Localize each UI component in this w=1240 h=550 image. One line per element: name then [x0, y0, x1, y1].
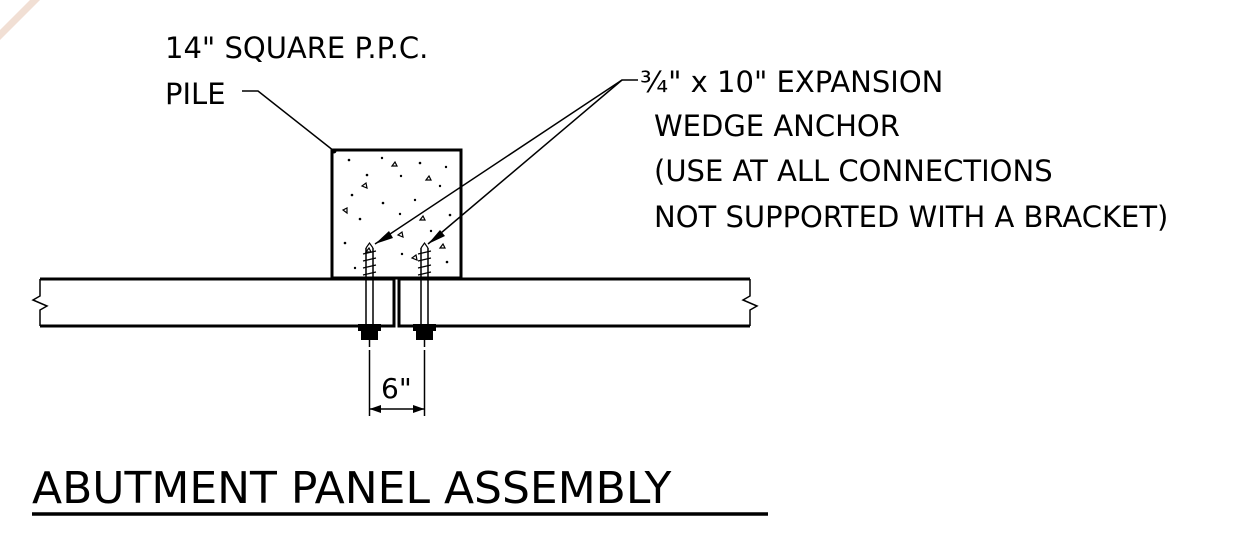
anchor-label-line1: ¾" x 10" EXPANSION	[640, 65, 943, 99]
anchor-label-line4: NOT SUPPORTED WITH A BRACKET)	[654, 200, 1168, 234]
concrete-aggregate	[341, 160, 446, 261]
left-panel	[31, 277, 396, 328]
corner-mark	[0, 0, 40, 40]
anchor-label-line2: WEDGE ANCHOR	[654, 109, 900, 143]
wedge-anchor-left	[358, 241, 381, 347]
concrete-hatch	[343, 156, 452, 270]
anchor-leaders	[374, 79, 638, 245]
pile-label-line1: 14" SQUARE P.P.C.	[165, 31, 428, 65]
wedge-anchor-right	[413, 241, 436, 347]
anchor-label-line3: (USE AT ALL CONNECTIONS	[654, 154, 1053, 188]
dimension-text: 6"	[381, 372, 412, 405]
drawing-title: ABUTMENT PANEL ASSEMBLY	[32, 463, 672, 514]
dimension-6in: 6"	[368, 350, 426, 416]
pile-leader	[242, 90, 337, 154]
concrete-pile	[330, 148, 463, 280]
pile-label-line2: PILE	[165, 77, 226, 111]
right-panel	[397, 277, 759, 328]
